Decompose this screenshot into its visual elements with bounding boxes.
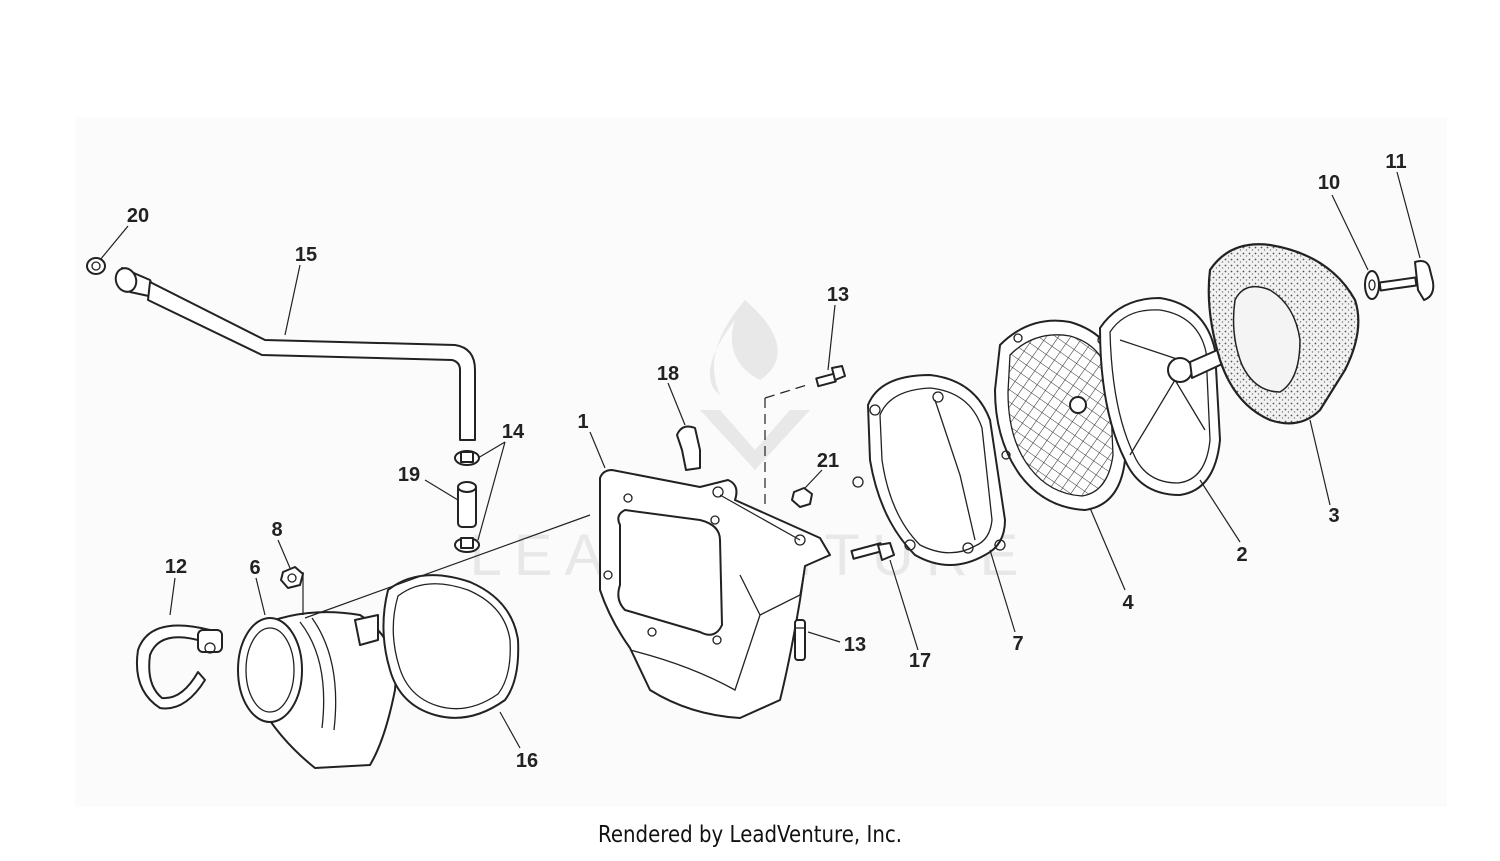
part-18-clip [676,425,701,471]
callout-8: 8 [271,519,282,541]
part-11-wing-nut [1378,260,1435,301]
part-13-screw-top [764,365,846,505]
leader-lines [99,171,1421,749]
part-13-screw-bottom [794,619,806,661]
flame-logo [709,300,778,395]
callout-4: 4 [1122,592,1134,614]
part-21-nut [791,487,813,508]
callout-21: 21 [817,450,839,472]
part-16-gasket [382,574,520,719]
callout-6: 6 [249,557,260,579]
callout-11: 11 [1385,151,1406,173]
callout-7: 7 [1012,633,1023,655]
part-10-washer [1364,270,1380,300]
callout-18: 18 [657,363,679,385]
callout-20: 20 [127,205,149,227]
callout-3: 3 [1328,505,1339,527]
part-17-bolt [850,542,895,561]
callout-14: 14 [502,421,525,443]
part-6-air-horn [237,611,397,769]
part-15-tube [114,267,476,441]
part-8-nut [280,566,304,589]
callout-12: 12 [165,556,187,578]
callout-17: 17 [909,650,931,672]
footer-credit: Rendered by LeadVenture, Inc. [597,822,903,848]
v-logo [700,410,810,470]
part-4-screen [994,319,1126,511]
callout-13-bottom: 13 [844,634,866,656]
callout-13-top: 13 [827,284,849,306]
callout-19: 19 [398,464,420,486]
callout-16: 16 [516,750,538,772]
part-3-foam-cover [1207,243,1360,425]
part-20-clamp [86,257,106,275]
callout-2: 2 [1236,544,1247,566]
callout-15: 15 [295,244,317,266]
callout-1: 1 [577,411,588,433]
part-19-connector [457,481,477,528]
part-1-base [599,469,831,719]
callout-labels: 20 15 14 19 1 18 13 21 13 17 7 4 2 3 10 … [127,151,1407,772]
part-14-clamps [454,450,480,553]
part-12-band-clamp [136,624,223,710]
part-7-bracket [852,374,1006,566]
callout-10: 10 [1318,172,1340,194]
